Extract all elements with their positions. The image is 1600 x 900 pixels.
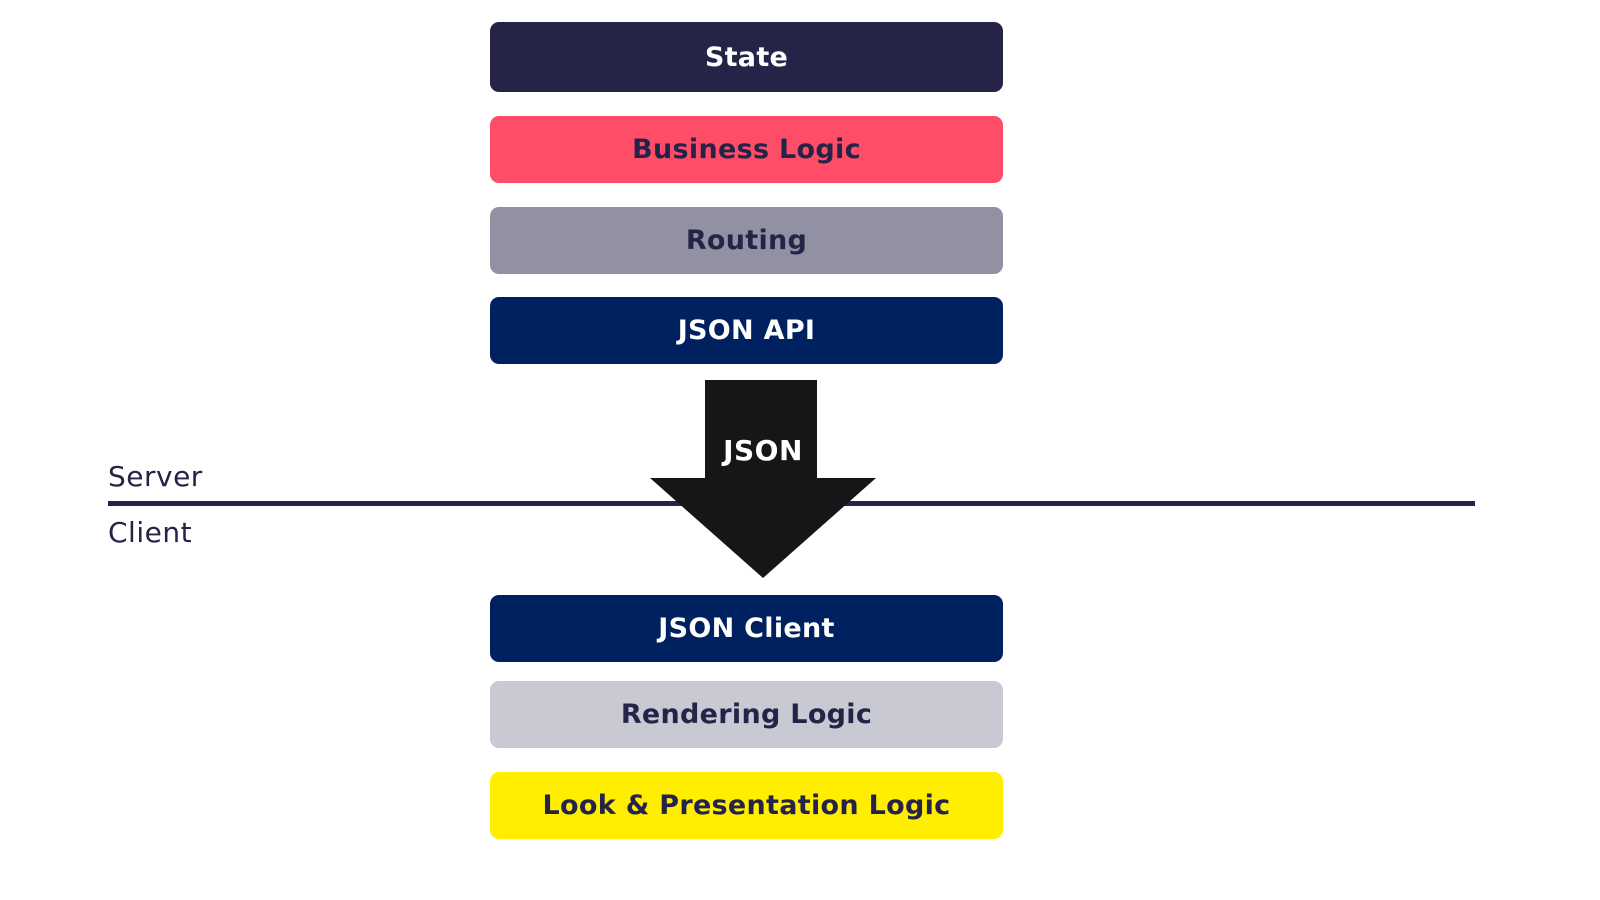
layer-json-api: JSON API	[490, 297, 1003, 364]
layer-rendering-logic: Rendering Logic	[490, 681, 1003, 748]
server-zone-label: Server	[108, 460, 203, 493]
layer-state: State	[490, 22, 1003, 92]
layer-look-presentation-logic: Look & Presentation Logic	[490, 772, 1003, 839]
layer-routing: Routing	[490, 207, 1003, 274]
layer-business-logic: Business Logic	[490, 116, 1003, 183]
client-zone-label: Client	[108, 516, 193, 549]
json-flow-arrow-icon	[650, 380, 876, 578]
json-arrow-label: JSON	[723, 434, 803, 467]
layer-json-client: JSON Client	[490, 595, 1003, 662]
